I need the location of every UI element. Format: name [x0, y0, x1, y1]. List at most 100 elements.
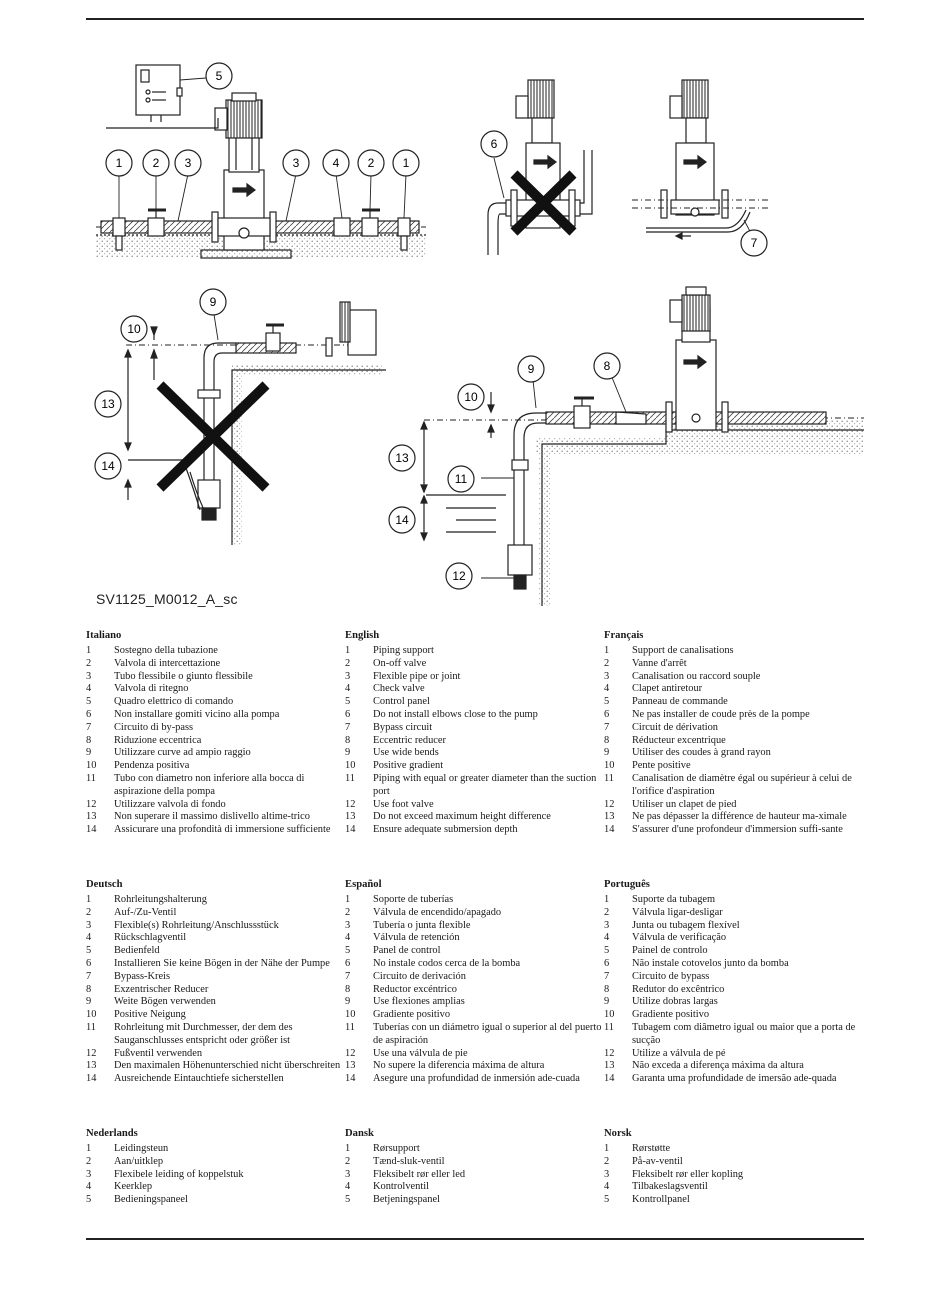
- legend-item-number: 12: [345, 1047, 356, 1059]
- legend-item-text: Bypass circuit: [373, 721, 433, 733]
- legend-item: 3 Tubo flessibile o giunto flessibile: [86, 671, 346, 684]
- legend-item-number: 14: [86, 824, 97, 836]
- legend-item-text: Réducteur excentrique: [632, 734, 726, 746]
- legend-item-number: 4: [86, 1181, 92, 1193]
- panel-elbow-wrong: [487, 79, 593, 255]
- legend-item-number: 10: [604, 760, 615, 772]
- legend-item-number: 12: [604, 798, 615, 810]
- legend-item-text: Non superare il massimo dislivello altim…: [114, 811, 310, 823]
- legend-item: 1 Sostegno della tubazione: [86, 645, 346, 658]
- svg-text:10: 10: [127, 322, 141, 336]
- legend-item-text: Eccentric reducer: [373, 734, 446, 746]
- legend-item-text: Piping support: [373, 645, 434, 656]
- legend-item-text: S'assurer d'une profondeur d'immersion s…: [632, 824, 843, 836]
- legend-item-number: 4: [86, 683, 92, 695]
- legend-item-text: Painel de controlo: [632, 945, 708, 957]
- callout-6: 6: [480, 130, 508, 158]
- legend-item-number: 8: [86, 983, 92, 995]
- legend-item-text: Gradiente positivo: [632, 1009, 710, 1021]
- legend-item-text: Check valve: [373, 683, 425, 695]
- legend-item-number: 13: [345, 1060, 356, 1072]
- legend-item-text: Clapet antiretour: [632, 683, 703, 695]
- callout-4: 4: [322, 149, 350, 177]
- legend-item-number: 2: [86, 657, 92, 669]
- legend-item-number: 6: [604, 957, 610, 969]
- svg-text:9: 9: [528, 362, 535, 376]
- legend-item: 6 Ne pas installer de coude près de la po…: [604, 709, 864, 722]
- legend-item-number: 2: [86, 906, 92, 918]
- svg-text:13: 13: [395, 451, 409, 465]
- legend-item-number: 1: [345, 894, 351, 905]
- callout-1: 1: [392, 149, 420, 177]
- legend-item-number: 4: [604, 932, 610, 944]
- legend-item-text: Vanne d'arrêt: [632, 657, 687, 669]
- svg-text:12: 12: [452, 569, 466, 583]
- legend-item-number: 6: [604, 708, 610, 720]
- legend-item-text: Ne pas installer de coude près de la pom…: [632, 708, 810, 720]
- svg-text:11: 11: [455, 472, 468, 486]
- legend-item-number: 13: [86, 1060, 97, 1072]
- legend-item-text: Kontrolventil: [373, 1181, 429, 1193]
- legend-item-number: 1: [604, 894, 610, 905]
- svg-text:2: 2: [153, 156, 160, 170]
- svg-text:13: 13: [101, 397, 115, 411]
- legend-item-number: 12: [345, 798, 356, 810]
- legend-item-text: Installieren Sie keine Bögen in der Nähe…: [114, 957, 330, 969]
- legend-item-number: 5: [345, 945, 351, 957]
- legend-item-number: 3: [86, 1168, 92, 1180]
- callouts: 1 2 3 3 4 2 1 5 6 7 9 10 13 14 9 8 10 13…: [94, 62, 768, 590]
- legend-item-number: 5: [345, 696, 351, 708]
- legend-item-text: Canalisation de diamètre égal ou supérie…: [632, 772, 852, 797]
- legend-item-text: Utiliser des coudes à grand rayon: [632, 747, 771, 759]
- svg-text:9: 9: [210, 295, 217, 309]
- legend-item-text: Tubo flessibile o giunto flessibile: [114, 670, 253, 682]
- legend-item-number: 11: [604, 772, 615, 784]
- legend-item-number: 3: [86, 670, 92, 682]
- legend-item-number: 2: [345, 906, 351, 918]
- legend-item-text: Utilize dobras largas: [632, 996, 718, 1008]
- legend-item-text: Sostegno della tubazione: [114, 645, 218, 656]
- legend-item-number: 1: [86, 645, 92, 656]
- legend-item-number: 11: [345, 772, 356, 784]
- legend-item-text: Flexible(s) Rohrleitung/Anschlussstück: [114, 919, 279, 931]
- legend-item-number: 7: [604, 721, 610, 733]
- legend-item-text: Valvola di ritegno: [114, 683, 189, 695]
- legend-item-number: 10: [345, 1009, 356, 1021]
